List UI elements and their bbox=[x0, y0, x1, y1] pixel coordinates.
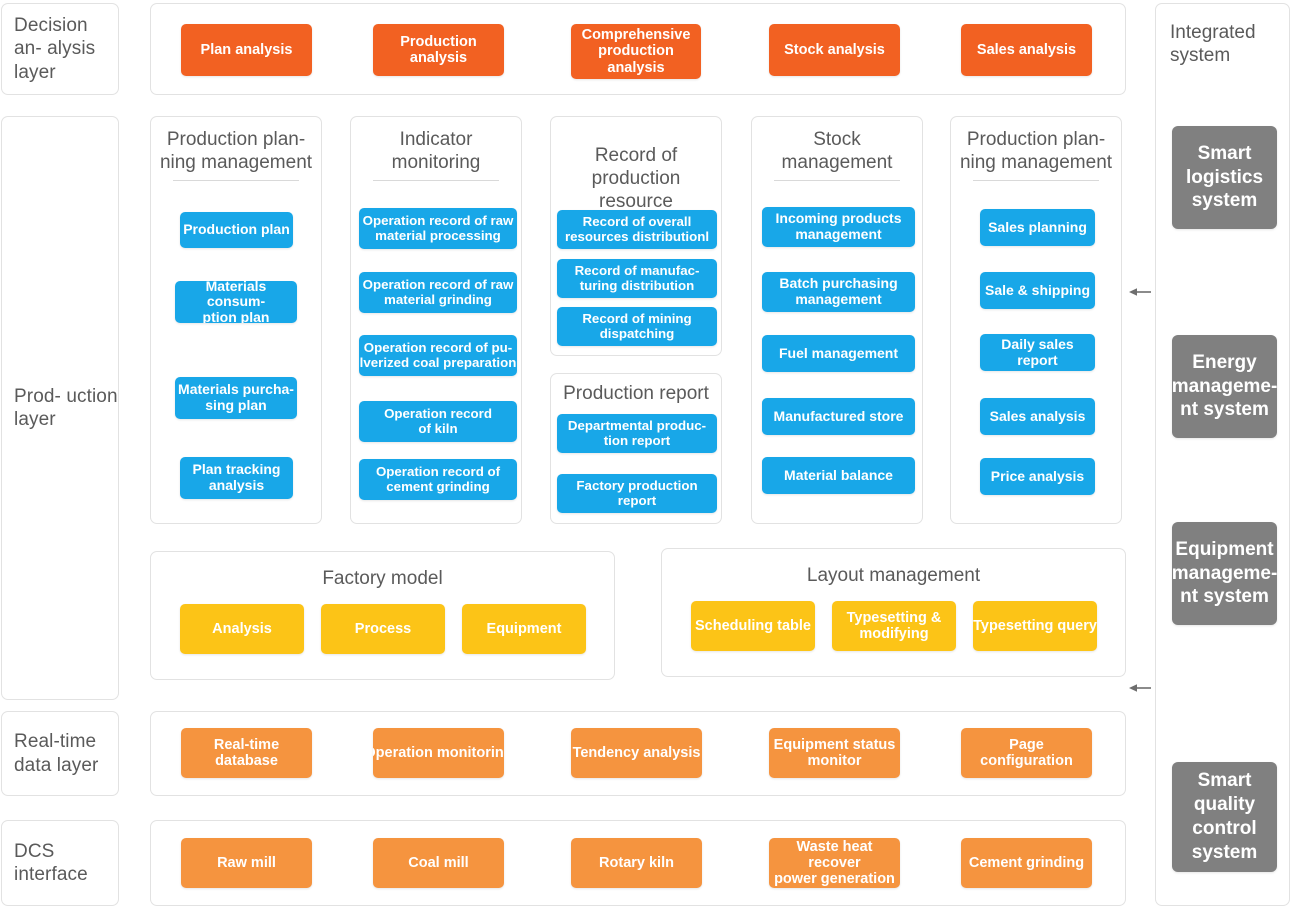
chip-coal-mill[interactable]: Coal mill bbox=[373, 838, 504, 888]
chip-operation-record-raw-material-grinding[interactable]: Operation record of raw material grindin… bbox=[359, 272, 517, 313]
group-title: Production plan- ning management bbox=[959, 129, 1113, 173]
chip-real-time-database[interactable]: Real-time database bbox=[181, 728, 312, 778]
realtime-data-panel: Real-time database Operation monitoring … bbox=[150, 711, 1126, 796]
chip-typesetting-and-modifying[interactable]: Typesetting & modifying bbox=[832, 601, 956, 651]
chip-materials-purchasing-plan[interactable]: Materials purcha- sing plan bbox=[175, 377, 297, 419]
chip-smart-logistics-system[interactable]: Smart logistics system bbox=[1172, 126, 1277, 229]
layer-label-text: Real-time data layer bbox=[14, 731, 99, 776]
group-record-of-production-resource-distribution: Record of production resource distributi… bbox=[550, 116, 722, 356]
dcs-interface-panel: Raw mill Coal mill Rotary kiln Waste hea… bbox=[150, 820, 1126, 906]
chip-factory-production-report[interactable]: Factory production report bbox=[557, 474, 717, 513]
integrated-system-panel: Integrated system Smart logistics system… bbox=[1155, 3, 1290, 906]
integrated-system-title: Integrated system bbox=[1170, 22, 1256, 67]
chip-analysis[interactable]: Analysis bbox=[180, 604, 304, 654]
group-factory-model: Factory model Analysis Process Equipment bbox=[150, 551, 615, 680]
group-stock-management: Stock management Incoming products manag… bbox=[751, 116, 923, 524]
layer-label-production: Prod- uction layer bbox=[1, 116, 119, 700]
chip-price-analysis[interactable]: Price analysis bbox=[980, 458, 1095, 495]
group-title: Indicator monitoring bbox=[391, 129, 481, 173]
decision-analysis-panel: Plan analysis Production analysis Compre… bbox=[150, 3, 1126, 95]
chip-smart-quality-control-system[interactable]: Smart quality control system bbox=[1172, 762, 1277, 872]
group-title: Factory model bbox=[322, 568, 443, 589]
chip-page-configuration[interactable]: Page configuration bbox=[961, 728, 1092, 778]
chip-sales-analysis[interactable]: Sales analysis bbox=[961, 24, 1092, 76]
chip-tendency-analysis[interactable]: Tendency analysis bbox=[571, 728, 702, 778]
layer-label-dcs: DCS interface bbox=[1, 820, 119, 906]
chip-plan-analysis[interactable]: Plan analysis bbox=[181, 24, 312, 76]
group-title: Layout management bbox=[806, 565, 981, 586]
group-title: Production report bbox=[563, 383, 709, 404]
chip-operation-record-cement-grinding[interactable]: Operation record of cement grinding bbox=[359, 459, 517, 500]
chip-operation-record-pulverized-coal-preparation[interactable]: Operation record of pu- lverized coal pr… bbox=[359, 335, 517, 376]
group-layout-management: Layout management Scheduling table Types… bbox=[661, 548, 1126, 677]
chip-equipment-management-system[interactable]: Equipment manageme- nt system bbox=[1172, 522, 1277, 625]
group-title: Record of production resource distributi… bbox=[590, 145, 682, 234]
chip-scheduling-table[interactable]: Scheduling table bbox=[691, 601, 815, 651]
chip-record-overall-resources-distribution[interactable]: Record of overall resources distribution… bbox=[557, 210, 717, 249]
chip-cement-grinding[interactable]: Cement grinding bbox=[961, 838, 1092, 888]
chip-manufactured-store[interactable]: Manufactured store bbox=[762, 398, 915, 435]
group-title-rule bbox=[373, 179, 499, 181]
layer-label-realtime: Real-time data layer bbox=[1, 711, 119, 796]
chip-operation-record-raw-material-processing[interactable]: Operation record of raw material process… bbox=[359, 208, 517, 249]
group-title-rule bbox=[973, 179, 1099, 181]
group-title-rule bbox=[774, 179, 900, 181]
chip-sale-and-shipping[interactable]: Sale & shipping bbox=[980, 272, 1095, 309]
chip-typesetting-query[interactable]: Typesetting query bbox=[973, 601, 1097, 651]
group-production-report: Production report Departmental produc- t… bbox=[550, 373, 722, 524]
layer-label-text: Decision an- alysis layer bbox=[14, 15, 96, 83]
group-title: Production plan- ning management bbox=[159, 129, 313, 173]
arrow-left-icon-lower bbox=[1129, 684, 1151, 692]
layer-label-decision: Decision an- alysis layer bbox=[1, 3, 119, 95]
chip-process[interactable]: Process bbox=[321, 604, 445, 654]
chip-equipment[interactable]: Equipment bbox=[462, 604, 586, 654]
chip-departmental-production-report[interactable]: Departmental produc- tion report bbox=[557, 414, 717, 453]
arrow-left-icon-upper bbox=[1129, 288, 1151, 296]
group-title-rule bbox=[173, 179, 299, 181]
chip-production-analysis[interactable]: Production analysis bbox=[373, 24, 504, 76]
chip-operation-monitoring[interactable]: Operation monitoring bbox=[373, 728, 504, 778]
chip-equipment-status-monitor[interactable]: Equipment status monitor bbox=[769, 728, 900, 778]
chip-operation-record-of-kiln[interactable]: Operation record of kiln bbox=[359, 401, 517, 442]
group-production-planning-management-1: Production plan- ning management Product… bbox=[150, 116, 322, 524]
chip-record-mining-dispatching[interactable]: Record of mining dispatching bbox=[557, 307, 717, 346]
chip-material-balance[interactable]: Material balance bbox=[762, 457, 915, 494]
chip-fuel-management[interactable]: Fuel management bbox=[762, 335, 915, 372]
chip-comprehensive-production-analysis[interactable]: Comprehensive production analysis bbox=[571, 24, 701, 79]
chip-incoming-products-management[interactable]: Incoming products management bbox=[762, 207, 915, 247]
chip-raw-mill[interactable]: Raw mill bbox=[181, 838, 312, 888]
chip-batch-purchasing-management[interactable]: Batch purchasing management bbox=[762, 272, 915, 312]
group-title: Stock management bbox=[781, 129, 893, 173]
layer-label-text: Prod- uction layer bbox=[14, 385, 118, 430]
chip-record-manufacturing-distribution[interactable]: Record of manufac- turing distribution bbox=[557, 259, 717, 298]
chip-energy-management-system[interactable]: Energy manageme- nt system bbox=[1172, 335, 1277, 438]
chip-plan-tracking-analysis[interactable]: Plan tracking analysis bbox=[180, 457, 293, 499]
chip-production-plan[interactable]: Production plan bbox=[180, 212, 293, 248]
chip-stock-analysis[interactable]: Stock analysis bbox=[769, 24, 900, 76]
chip-daily-sales-report[interactable]: Daily sales report bbox=[980, 334, 1095, 371]
chip-sales-analysis[interactable]: Sales analysis bbox=[980, 398, 1095, 435]
layer-label-text: DCS interface bbox=[14, 840, 88, 885]
chip-materials-consumption-plan[interactable]: Materials consum- ption plan bbox=[175, 281, 297, 323]
chip-rotary-kiln[interactable]: Rotary kiln bbox=[571, 838, 702, 888]
chip-sales-planning[interactable]: Sales planning bbox=[980, 209, 1095, 246]
group-production-planning-management-2: Production plan- ning management Sales p… bbox=[950, 116, 1122, 524]
group-indicator-monitoring: Indicator monitoring Operation record of… bbox=[350, 116, 522, 524]
chip-waste-heat-recover-power-generation[interactable]: Waste heat recover power generation bbox=[769, 838, 900, 888]
